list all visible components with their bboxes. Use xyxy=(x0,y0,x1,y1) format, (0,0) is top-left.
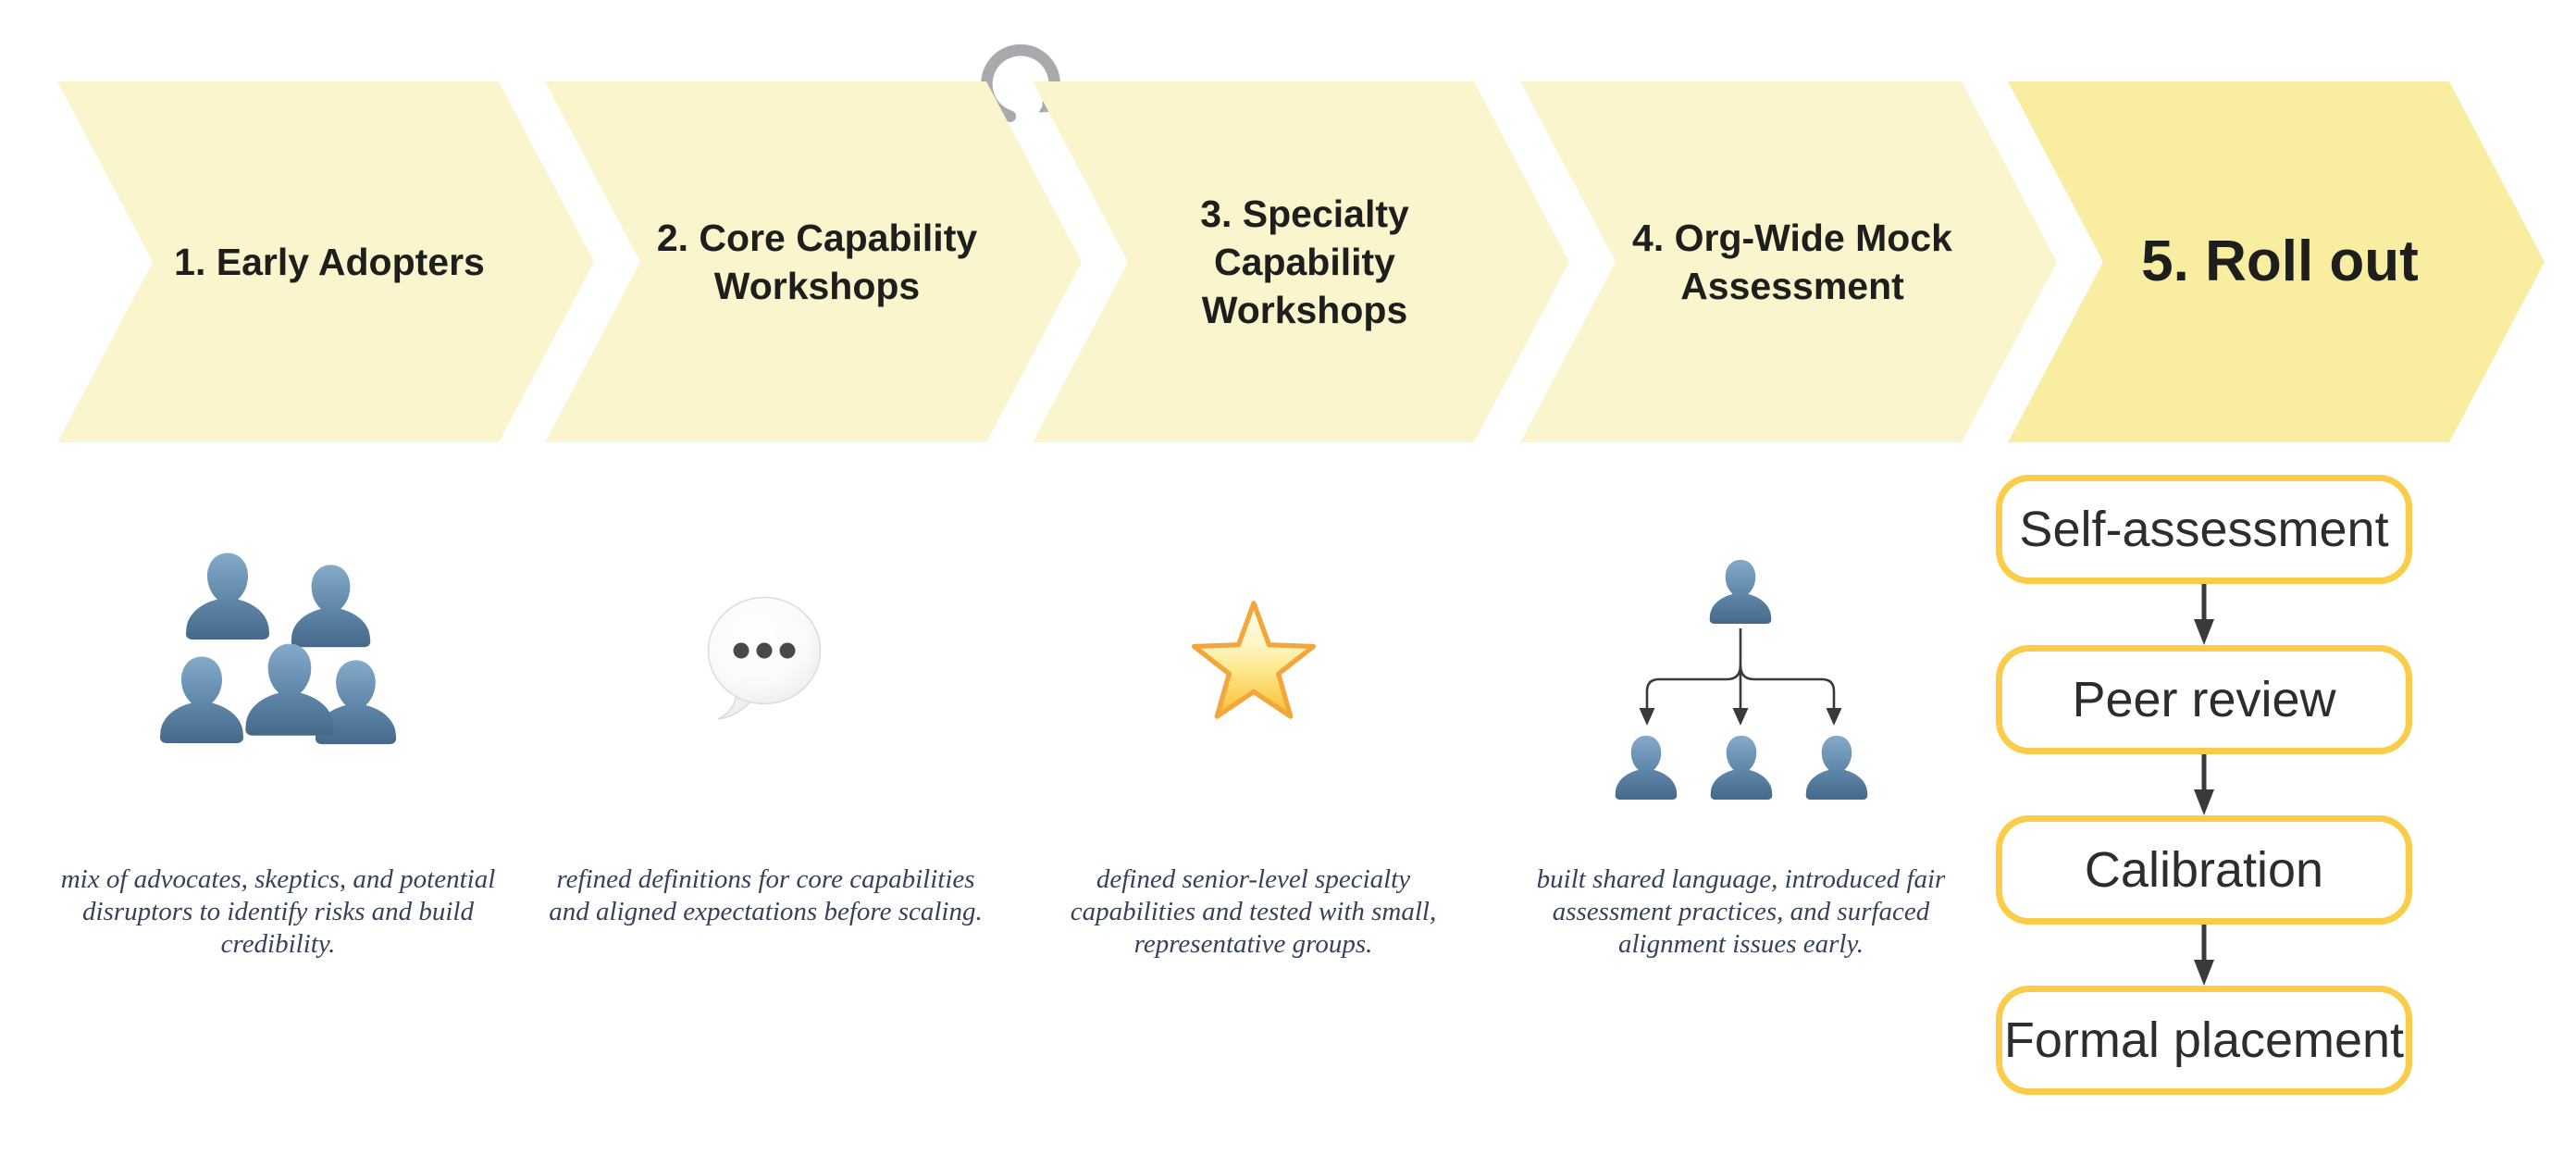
stage-chevron-2: 2. Core Capability Workshops xyxy=(545,81,1082,442)
process-stage-band: 1. Early Adopters 2. Core Capability Wor… xyxy=(57,81,2545,442)
rollout-step-label: Peer review xyxy=(2072,672,2336,727)
person-silhouette-icon xyxy=(244,643,334,736)
rollout-step-label: Formal placement xyxy=(2003,1012,2405,1068)
stage-chevron-3: 3. Specialty Capability Workshops xyxy=(1033,81,1569,442)
stage-chevron-4: 4. Org-Wide Mock Assessment xyxy=(1520,81,2057,442)
rollout-flow: Self-assessment Peer review Calibration … xyxy=(1996,0,2412,1155)
star-icon xyxy=(1189,599,1319,721)
stage-3-detail: defined senior-level specialty capabilit… xyxy=(1033,442,1474,1016)
stage-1-label: 1. Early Adopters xyxy=(174,241,485,283)
stage-2-label: 2. Core Capability Workshops xyxy=(656,217,978,307)
stage-2-detail: refined definitions for core capabilitie… xyxy=(545,442,986,1016)
stage-3-description: defined senior-level specialty capabilit… xyxy=(1070,864,1437,959)
down-arrow-icon xyxy=(2194,584,2214,645)
rollout-step-label: Self-assessment xyxy=(2019,502,2389,557)
stage-3-label: 3. Specialty Capability Workshops xyxy=(1200,192,1409,331)
down-arrow-icon xyxy=(2194,925,2214,986)
stage-5-label: 5. Roll out xyxy=(2141,230,2419,293)
stage-4-description: built shared language, introduced fair a… xyxy=(1536,864,1946,959)
star-graphic xyxy=(1191,601,1316,719)
rollout-step-peer-review: Peer review xyxy=(1996,645,2412,754)
stage-chevron-1: 1. Early Adopters xyxy=(57,81,594,442)
org-chart-graphic xyxy=(1615,559,1867,801)
speech-bubble-icon xyxy=(705,594,827,724)
rollout-step-calibration: Calibration xyxy=(1996,815,2412,925)
rollout-step-self-assessment: Self-assessment xyxy=(1996,475,2412,584)
speech-bubble-graphic xyxy=(707,596,821,720)
org-chart-icon xyxy=(1612,558,1871,801)
person-silhouette-icon xyxy=(291,565,370,648)
person-silhouette-icon xyxy=(185,553,269,640)
down-arrow-icon xyxy=(2194,754,2214,815)
rollout-step-formal-placement: Formal placement xyxy=(1996,986,2412,1095)
stage-1-detail: mix of advocates, skeptics, and potentia… xyxy=(57,442,499,1016)
rollout-step-label: Calibration xyxy=(2084,842,2324,898)
people-group-icon xyxy=(155,551,402,765)
stage-1-description: mix of advocates, skeptics, and potentia… xyxy=(60,864,496,959)
stage-2-description: refined definitions for core capabilitie… xyxy=(549,864,983,926)
person-silhouette-icon xyxy=(159,656,243,743)
stage-4-detail: built shared language, introduced fair a… xyxy=(1520,442,1962,1016)
stage-4-label: 4. Org-Wide Mock Assessment xyxy=(1632,217,1952,307)
